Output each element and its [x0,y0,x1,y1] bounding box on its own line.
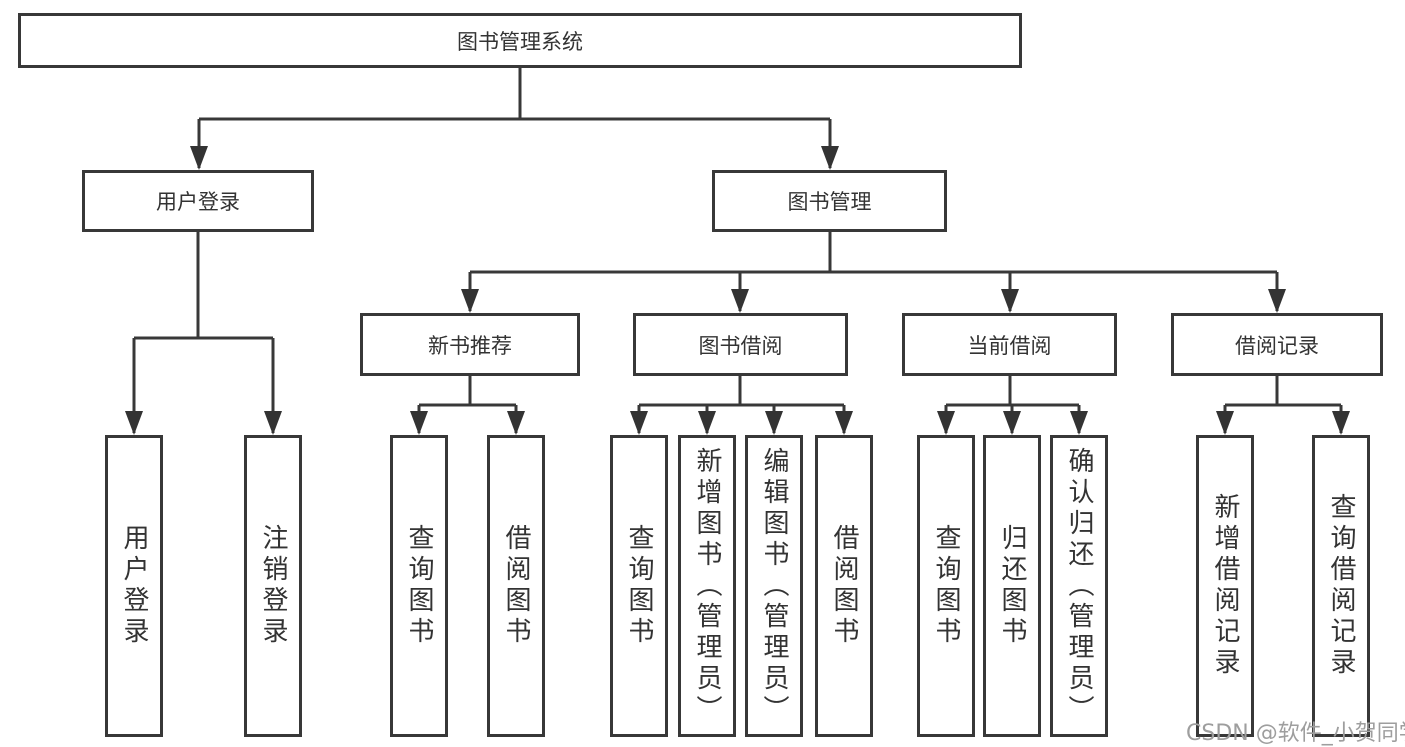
node-leaf-user-login: 用户登录 [105,435,163,737]
node-label: 图书管理 [787,190,872,214]
node-label: 新增图书（管理员） [692,446,722,726]
arrow-down-icon [507,411,525,435]
arrow-down-icon [698,411,716,435]
node-book-mgmt-group: 图书管理 [712,170,947,232]
node-label: 借阅图书 [829,524,859,648]
node-leaf-rcd-add-record: 新增借阅记录 [1196,435,1254,737]
node-leaf-cur-return-books: 归还图书 [983,435,1041,737]
arrow-down-icon [1001,289,1019,313]
node-label: 当前借阅 [967,333,1052,358]
connector-current-borrow-to-leaves [937,376,1088,435]
arrow-down-icon [1332,411,1350,435]
node-label: 查询图书 [404,524,434,648]
arrow-down-icon [190,146,208,170]
node-label: 用户登录 [119,524,149,648]
arrow-down-icon [1003,411,1021,435]
node-label: 新增借阅记录 [1210,493,1240,679]
arrow-down-icon [1070,411,1088,435]
node-new-book-rec: 新书推荐 [360,313,580,376]
node-leaf-rec-query-books: 查询图书 [390,435,448,737]
connector-borrow-records-to-leaves [1216,376,1350,435]
arrow-down-icon [264,411,282,435]
node-root: 图书管理系统 [18,13,1022,68]
node-label: 用户登录 [156,190,240,214]
arrow-down-icon [731,289,749,313]
connector-new-book-rec-to-leaves [410,376,525,435]
arrow-down-icon [630,411,648,435]
connector-root-to-level2 [190,68,839,170]
node-label: 新书推荐 [428,333,512,358]
node-leaf-borrow-edit-books-admin: 编辑图书（管理员） [745,435,803,737]
node-label: 归还图书 [997,524,1027,648]
node-label: 注销登录 [258,524,288,648]
node-leaf-borrow-add-books-admin: 新增图书（管理员） [678,435,736,737]
node-book-borrow: 图书借阅 [633,313,848,376]
arrow-down-icon [125,411,143,435]
connector-user-login-to-leaves [125,232,282,435]
node-leaf-logout: 注销登录 [244,435,302,737]
node-label: 图书借阅 [698,333,783,358]
arrow-down-icon [1216,411,1234,435]
node-label: 借阅图书 [501,524,531,648]
connector-book-borrow-to-leaves [630,376,853,435]
node-label: 编辑图书（管理员） [759,446,789,726]
arrow-down-icon [821,146,839,170]
node-leaf-rec-borrow-books: 借阅图书 [487,435,545,737]
node-leaf-borrow-borrow-books: 借阅图书 [815,435,873,737]
arrow-down-icon [461,289,479,313]
node-current-borrow: 当前借阅 [902,313,1117,376]
node-label: 查询图书 [931,524,961,648]
node-label: 查询借阅记录 [1326,493,1356,679]
node-label: 确认归还（管理员） [1064,446,1094,726]
node-leaf-rcd-query-record: 查询借阅记录 [1312,435,1370,737]
node-label: 查询图书 [624,524,654,648]
node-label: 借阅记录 [1235,333,1319,358]
node-user-login-group: 用户登录 [82,170,314,232]
node-leaf-cur-confirm-return-admin: 确认归还（管理员） [1050,435,1108,737]
node-root-label: 图书管理系统 [457,29,583,54]
arrow-down-icon [1268,289,1286,313]
arrow-down-icon [410,411,428,435]
arrow-down-icon [835,411,853,435]
arrow-down-icon [765,411,783,435]
node-leaf-borrow-query-books: 查询图书 [610,435,668,737]
watermark: CSDN @软件_小贺同学 [1186,721,1405,746]
arrow-down-icon [937,411,955,435]
connector-book-mgmt-to-level3 [461,232,1286,313]
node-borrow-records: 借阅记录 [1171,313,1383,376]
node-leaf-cur-query-books: 查询图书 [917,435,975,737]
